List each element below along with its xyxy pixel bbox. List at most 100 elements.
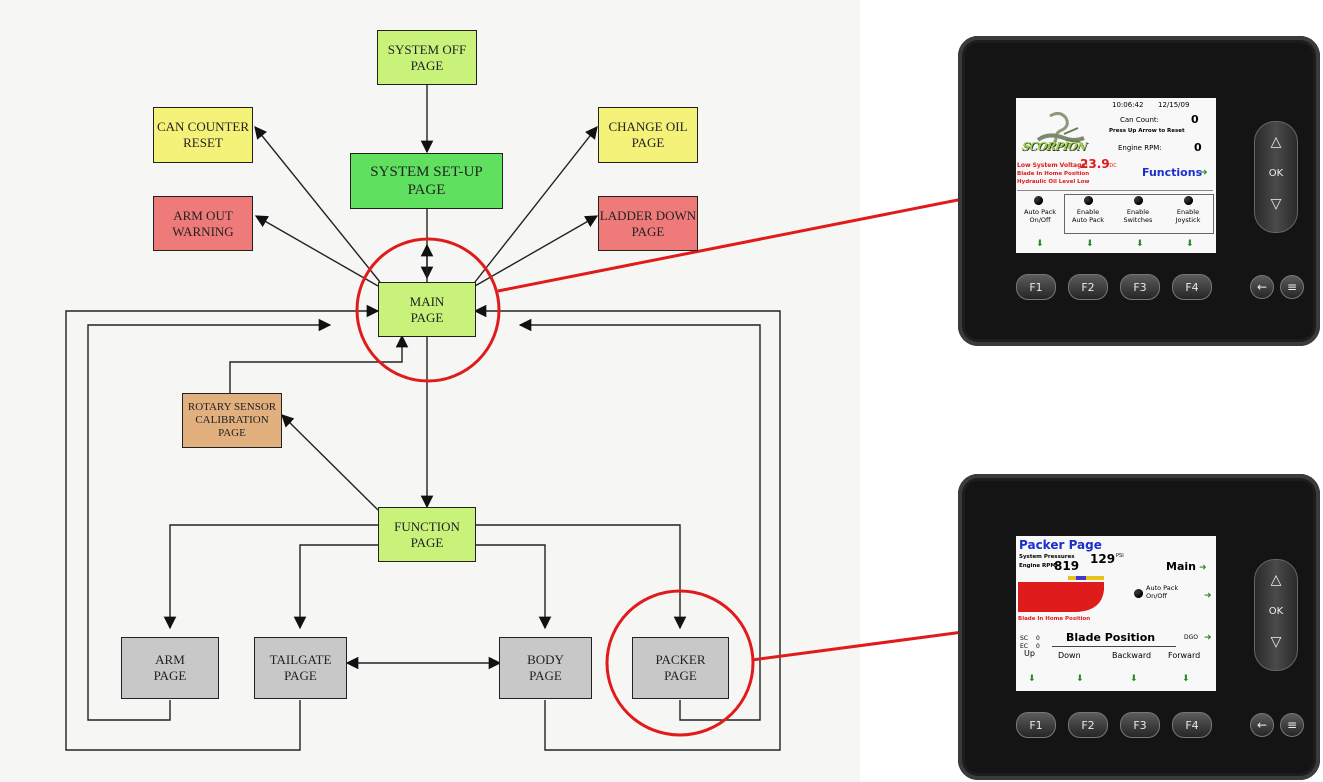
system-setup-box: SYSTEM SET-UP PAGE <box>350 153 503 209</box>
blade-down-button[interactable]: Down <box>1058 651 1081 660</box>
functions-label[interactable]: Functions <box>1142 166 1203 179</box>
packer-nav-rocker: △ OK ▽ <box>1254 559 1298 671</box>
f1-key[interactable]: F1 <box>1016 274 1056 300</box>
main-display-device: 10:06:42 12/15/09 SCORPION Can Count: 0 … <box>958 36 1320 346</box>
warning-blade-home: Blade In Home Position <box>1017 171 1090 177</box>
enable-switches-button[interactable]: Enable Switches <box>1123 208 1153 224</box>
can-count-label: Can Count: <box>1120 116 1159 124</box>
enable-auto-pack-button[interactable]: Enable Auto Pack <box>1071 208 1105 224</box>
main-arrow-icon: ➜ <box>1199 563 1207 573</box>
engine-rpm-value: 0 <box>1194 141 1202 154</box>
f2-key[interactable]: F2 <box>1068 274 1108 300</box>
auto-pack-onoff-button[interactable]: Auto Pack On/Off <box>1023 208 1057 224</box>
blade-home-status: Blade In Home Position <box>1018 616 1091 622</box>
arrow-main-to-arm-out <box>254 215 379 287</box>
packer-softkey-3-arrow-icon: ⬇ <box>1130 674 1138 684</box>
warning-hydraulic-oil: Hydraulic Oil Level Low <box>1017 179 1090 185</box>
ec-value: 0 <box>1036 643 1040 650</box>
enable-auto-pack-indicator <box>1084 196 1093 205</box>
softkey-1-arrow-icon: ⬇ <box>1036 239 1044 249</box>
nav-rocker: △ OK ▽ <box>1254 121 1298 233</box>
tailgate-page-box: TAILGATE PAGE <box>254 637 347 699</box>
blade-forward-button[interactable]: Forward <box>1168 651 1201 660</box>
menu-key[interactable]: ≡ <box>1280 275 1304 299</box>
blade-up-button[interactable]: Up <box>1024 649 1035 658</box>
packer-auto-pack-label[interactable]: Auto Pack On/Off <box>1146 584 1179 600</box>
softkey-2-arrow-icon: ⬇ <box>1086 239 1094 249</box>
packer-f1-key[interactable]: F1 <box>1016 712 1056 738</box>
packer-down-key[interactable]: ▽ <box>1270 634 1282 650</box>
main-display-screen: 10:06:42 12/15/09 SCORPION Can Count: 0 … <box>1016 98 1216 253</box>
f4-key[interactable]: F4 <box>1172 274 1212 300</box>
system-pressure-unit: PSI <box>1116 553 1124 559</box>
packer-auto-pack-indicator <box>1134 589 1143 598</box>
blade-backward-button[interactable]: Backward <box>1112 651 1152 660</box>
system-pressures-label: System Pressures <box>1019 554 1075 560</box>
system-off-box: SYSTEM OFF PAGE <box>377 30 477 85</box>
arrow-function-to-tailgate <box>293 544 395 630</box>
blade-position-underline <box>1052 646 1176 647</box>
packer-softkey-2-arrow-icon: ⬇ <box>1076 674 1084 684</box>
main-callout-line <box>497 194 979 293</box>
functions-arrow-icon: ➜ <box>1200 168 1208 178</box>
packer-callout-line <box>751 628 979 662</box>
dgo-arrow-icon: ➜ <box>1204 633 1212 643</box>
softkey-4-arrow-icon: ⬇ <box>1186 239 1194 249</box>
packer-back-key[interactable]: ← <box>1250 713 1274 737</box>
sc-value: 0 <box>1036 635 1040 642</box>
packer-f2-key[interactable]: F2 <box>1068 712 1108 738</box>
voltage-value: 23.9 <box>1080 157 1110 171</box>
softkey-3-arrow-icon: ⬇ <box>1136 239 1144 249</box>
ladder-down-box: LADDER DOWN PAGE <box>598 196 698 251</box>
down-key[interactable]: ▽ <box>1270 196 1282 212</box>
can-counter-reset-box: CAN COUNTER RESET <box>153 107 253 163</box>
back-key[interactable]: ← <box>1250 275 1274 299</box>
enable-group-frame <box>1064 194 1214 234</box>
system-pressure-value: 129 <box>1090 552 1116 566</box>
arrow-rotary-to-main <box>229 334 409 393</box>
sc-label: SC <box>1020 635 1028 642</box>
packer-display-device: Packer Page System Pressures 129 PSI Eng… <box>958 474 1320 780</box>
enable-joystick-indicator <box>1184 196 1193 205</box>
arrow-function-to-body <box>460 544 552 630</box>
packer-ok-key[interactable]: OK <box>1268 606 1284 617</box>
scorpion-logo-text: SCORPION <box>1020 140 1088 153</box>
arrow-arm-to-main <box>87 318 332 721</box>
main-page-box: MAIN PAGE <box>378 282 476 337</box>
blade-position-gauge <box>1018 576 1106 614</box>
packer-engine-rpm-label: Engine RPM: <box>1019 563 1058 569</box>
packer-softkey-1-arrow-icon: ⬇ <box>1028 674 1036 684</box>
main-nav-label[interactable]: Main <box>1166 560 1196 573</box>
f3-key[interactable]: F3 <box>1120 274 1160 300</box>
up-key[interactable]: △ <box>1270 134 1282 150</box>
arm-page-box: ARM PAGE <box>121 637 219 699</box>
packer-page-box: PACKER PAGE <box>632 637 729 699</box>
ok-key[interactable]: OK <box>1268 168 1284 179</box>
voltage-unit: VDC <box>1106 163 1117 169</box>
packer-softkey-4-arrow-icon: ⬇ <box>1182 674 1190 684</box>
change-oil-box: CHANGE OIL PAGE <box>598 107 698 163</box>
arrow-function-to-rotary <box>281 414 379 511</box>
auto-pack-indicator <box>1034 196 1043 205</box>
arrow-tailgate-to-main <box>65 304 380 751</box>
can-count-value: 0 <box>1191 113 1199 126</box>
enable-joystick-button[interactable]: Enable Joystick <box>1175 208 1201 224</box>
packer-display-screen: Packer Page System Pressures 129 PSI Eng… <box>1016 536 1216 691</box>
voltage-label: Low System Voltage: <box>1017 162 1088 169</box>
arrow-function-to-arm <box>163 524 378 630</box>
arrow-function-to-packer <box>475 524 687 630</box>
packer-f4-key[interactable]: F4 <box>1172 712 1212 738</box>
rotary-sensor-box: ROTARY SENSOR CALIBRATION PAGE <box>182 393 282 448</box>
packer-f3-key[interactable]: F3 <box>1120 712 1160 738</box>
packer-engine-rpm-value: 819 <box>1054 559 1080 573</box>
dgo-label[interactable]: DGO <box>1184 634 1198 641</box>
packer-up-key[interactable]: △ <box>1270 572 1282 588</box>
clock-date: 12/15/09 <box>1158 101 1190 109</box>
arrow-body-to-main <box>473 304 781 751</box>
arrow-main-to-can-counter <box>254 126 381 283</box>
arrow-main-to-ladder-down <box>474 215 599 287</box>
reset-hint: Press Up Arrow to Reset <box>1109 128 1185 134</box>
packer-menu-key[interactable]: ≡ <box>1280 713 1304 737</box>
auto-pack-arrow-icon: ➜ <box>1204 591 1212 601</box>
